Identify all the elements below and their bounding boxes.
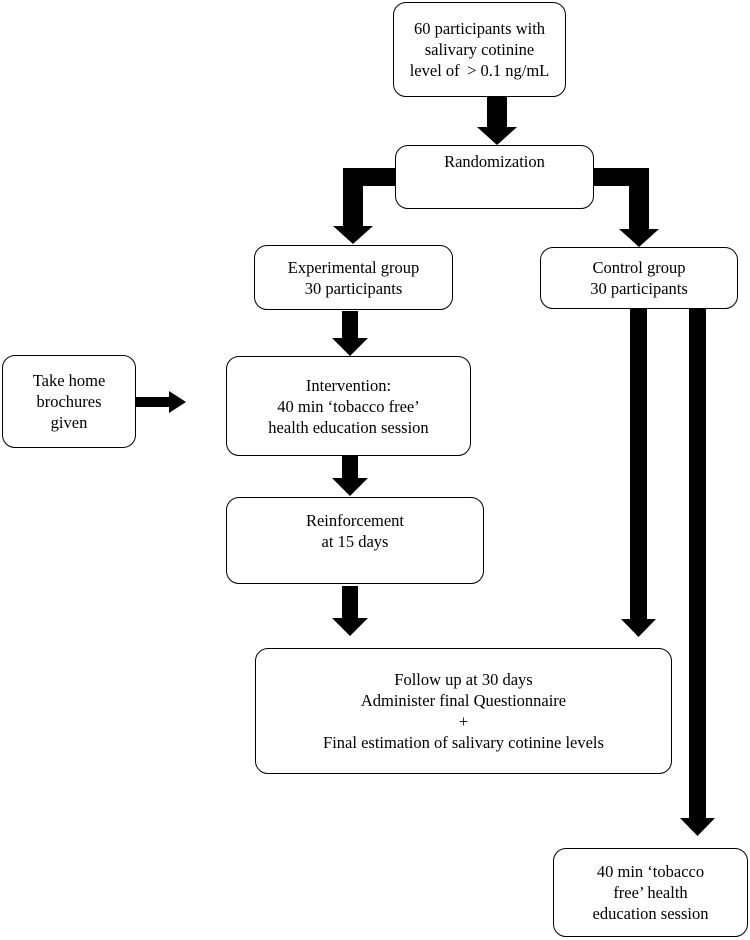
- brochures-line: brochures: [36, 392, 102, 411]
- arrow-experimental-to-intervention: [332, 311, 368, 356]
- arrow-brochures-to-intervention: [136, 391, 186, 413]
- arrow-reinforcement-to-followup: [332, 586, 368, 636]
- experimental-group-line: 30 participants: [304, 278, 403, 298]
- followup-line: +: [458, 712, 469, 731]
- arrow-control-to-followup: [621, 309, 656, 637]
- reinforcement-box: Reinforcement at 15 days: [226, 497, 484, 584]
- brochures-box: Take home brochures given: [2, 355, 136, 448]
- control-session-line: free’ health: [613, 883, 688, 902]
- participants-line: level of > 0.1 ng/mL: [409, 61, 550, 80]
- reinforcement-line: at 15 days: [321, 532, 389, 551]
- experimental-group-box: Experimental group 30 participants: [254, 245, 453, 310]
- participants-line: 60 participants with: [413, 19, 546, 38]
- control-group-line: Control group: [592, 258, 686, 277]
- arrow-participants-to-randomization: [477, 97, 517, 145]
- control-group-box: Control group 30 participants: [540, 247, 738, 309]
- brochures-line: Take home: [32, 371, 106, 390]
- arrow-randomization-to-control: [594, 168, 659, 247]
- followup-line: Final estimation of salivary cotinine le…: [323, 733, 604, 752]
- followup-line: Follow up at 30 days: [394, 670, 533, 689]
- participants-line: salivary cotinine: [424, 40, 535, 59]
- intervention-line: 40 min ‘tobacco free’: [277, 396, 420, 416]
- arrow-control-to-session: [680, 309, 715, 836]
- followup-line: Administer final Questionnaire: [360, 691, 567, 710]
- arrow-intervention-to-reinforcement: [332, 456, 368, 496]
- intervention-line: Intervention:: [305, 375, 392, 395]
- randomization-label: Randomization: [444, 152, 545, 171]
- intervention-box: Intervention: 40 min ‘tobacco free’ heal…: [226, 356, 471, 456]
- experimental-group-line: Experimental group: [287, 257, 420, 277]
- followup-box: Follow up at 30 days Administer final Qu…: [255, 648, 672, 774]
- reinforcement-line: Reinforcement: [305, 511, 405, 530]
- control-group-line: 30 participants: [590, 279, 688, 298]
- intervention-line: health education session: [268, 417, 429, 437]
- control-session-line: education session: [592, 904, 709, 923]
- participants-box: 60 participants with salivary cotinine l…: [393, 2, 566, 97]
- randomization-box: Randomization: [395, 145, 594, 209]
- control-session-box: 40 min ‘tobacco free’ health education s…: [553, 848, 748, 937]
- control-session-line: 40 min ‘tobacco: [596, 862, 705, 881]
- arrow-randomization-to-experimental: [333, 168, 396, 244]
- brochures-line: given: [50, 413, 88, 432]
